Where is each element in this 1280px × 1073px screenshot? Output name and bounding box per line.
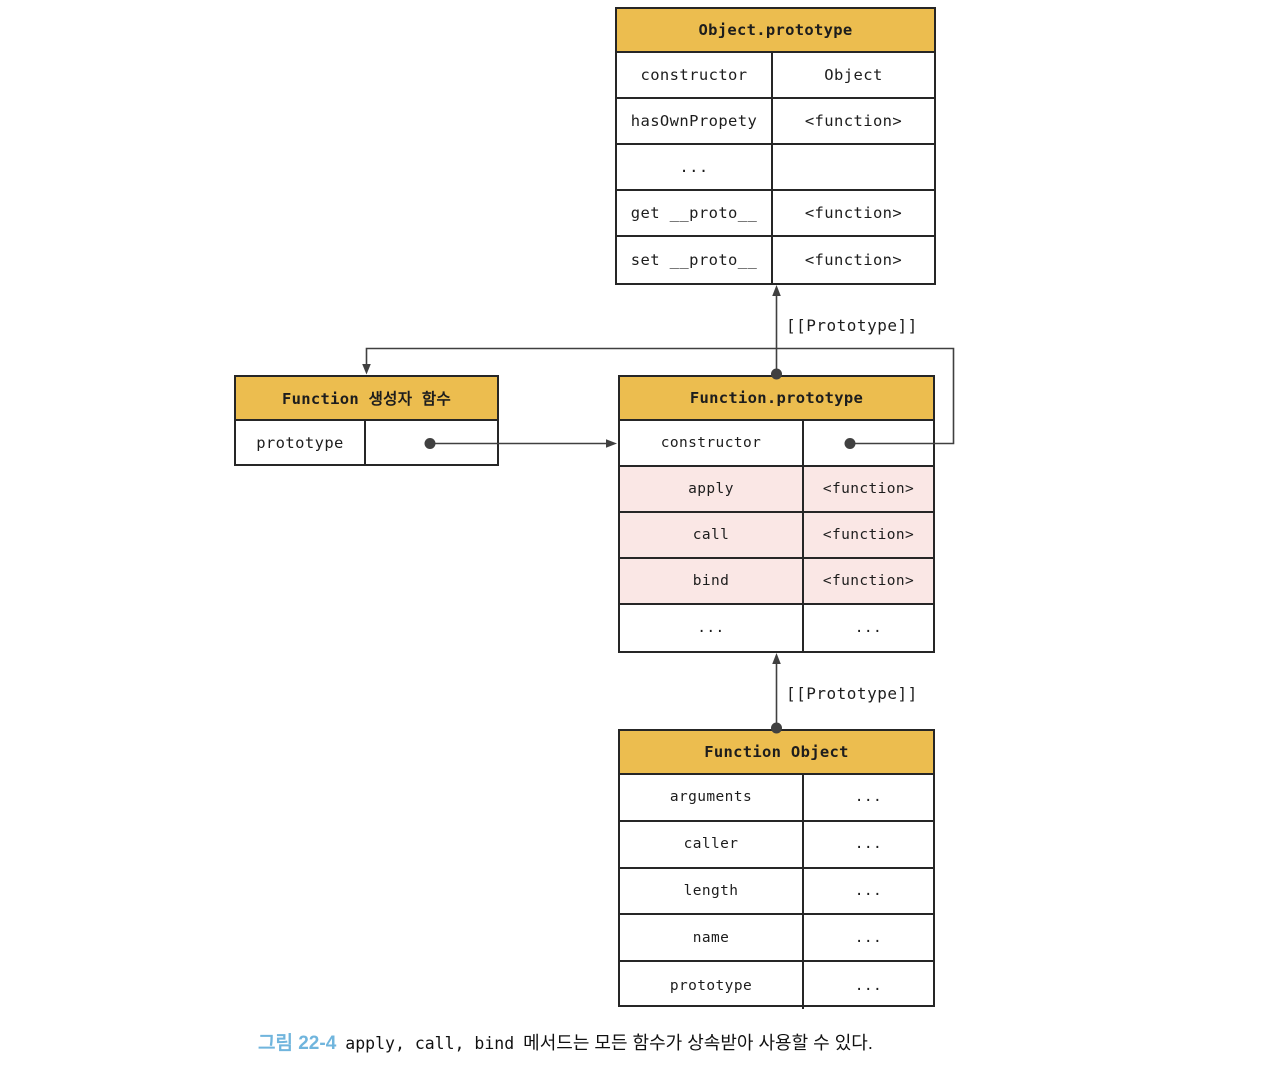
table-row: prototype <box>236 421 497 464</box>
prototype-label-top: [[Prototype]] <box>786 316 918 335</box>
table-row: name ... <box>620 915 933 963</box>
property-value <box>773 145 934 189</box>
object-prototype-table-title: Object.prototype <box>617 9 934 53</box>
property-value <box>804 421 933 465</box>
property-name: arguments <box>620 775 804 820</box>
table-row-call: call <function> <box>620 513 933 559</box>
arrowhead-right-icon <box>606 439 617 448</box>
property-name: hasOwnPropety <box>617 99 773 143</box>
function-prototype-table: Function.prototype constructor apply <fu… <box>618 375 935 653</box>
property-value: <function> <box>804 112 903 130</box>
table-row: length ... <box>620 868 933 916</box>
property-name: constructor <box>620 421 804 465</box>
arrowhead-up-icon <box>772 653 781 664</box>
table-row: ... <box>617 145 934 191</box>
property-value: ... <box>854 929 883 946</box>
figure-caption: 그림 22-4 apply, call, bind 메서드는 모든 함수가 상속… <box>258 1028 873 1055</box>
function-constructor-table-title: Function 생성자 함수 <box>236 377 497 421</box>
table-row-apply: apply <function> <box>620 467 933 513</box>
table-row: ... ... <box>620 605 933 651</box>
arrowhead-down-icon <box>362 364 371 375</box>
property-name: prototype <box>236 421 366 464</box>
property-value: <function> <box>804 467 933 511</box>
table-row-bind: bind <function> <box>620 559 933 605</box>
function-object-table: Function Object arguments ... caller ...… <box>618 729 935 1009</box>
table-row: get __proto__ <function> <box>617 191 934 237</box>
property-value: <function> <box>804 513 933 557</box>
property-value: Object <box>824 66 883 84</box>
prototype-label-bottom: [[Prototype]] <box>786 684 918 703</box>
function-prototype-table-title: Function.prototype <box>620 377 933 421</box>
property-value: ... <box>854 789 883 806</box>
property-value: ... <box>854 977 883 994</box>
property-name: length <box>620 868 804 914</box>
property-value: ... <box>854 836 883 853</box>
property-name: get __proto__ <box>617 191 773 235</box>
caption-code-text: apply, call, bind <box>345 1034 515 1053</box>
arrowhead-up-icon <box>772 285 781 296</box>
property-name: caller <box>620 821 804 867</box>
caption-text: 메서드는 모든 함수가 상속받아 사용할 수 있다. <box>523 1033 873 1053</box>
table-row: prototype ... <box>620 962 933 1009</box>
property-name: set __proto__ <box>617 237 773 283</box>
property-value <box>366 421 497 464</box>
table-row: constructor Object <box>617 53 934 99</box>
property-value: <function> <box>804 251 903 269</box>
property-value: ... <box>854 620 883 636</box>
table-row: caller ... <box>620 821 933 869</box>
property-name: bind <box>620 559 804 603</box>
property-name: ... <box>617 145 773 189</box>
property-name: apply <box>620 467 804 511</box>
property-name: prototype <box>620 962 804 1009</box>
property-name: name <box>620 915 804 961</box>
figure-number-label: 그림 22-4 <box>258 1033 337 1054</box>
property-name: ... <box>620 605 804 651</box>
property-name: call <box>620 513 804 557</box>
function-object-table-title: Function Object <box>620 731 933 775</box>
function-constructor-table: Function 생성자 함수 prototype <box>234 375 499 466</box>
table-row: set __proto__ <function> <box>617 237 934 283</box>
property-value: ... <box>854 882 883 899</box>
property-value: <function> <box>804 204 903 222</box>
object-prototype-table: Object.prototype constructor Object hasO… <box>615 7 936 285</box>
property-value: <function> <box>804 559 933 603</box>
table-row: hasOwnPropety <function> <box>617 99 934 145</box>
table-row: constructor <box>620 421 933 467</box>
table-row: arguments ... <box>620 775 933 822</box>
property-name: constructor <box>617 53 773 97</box>
